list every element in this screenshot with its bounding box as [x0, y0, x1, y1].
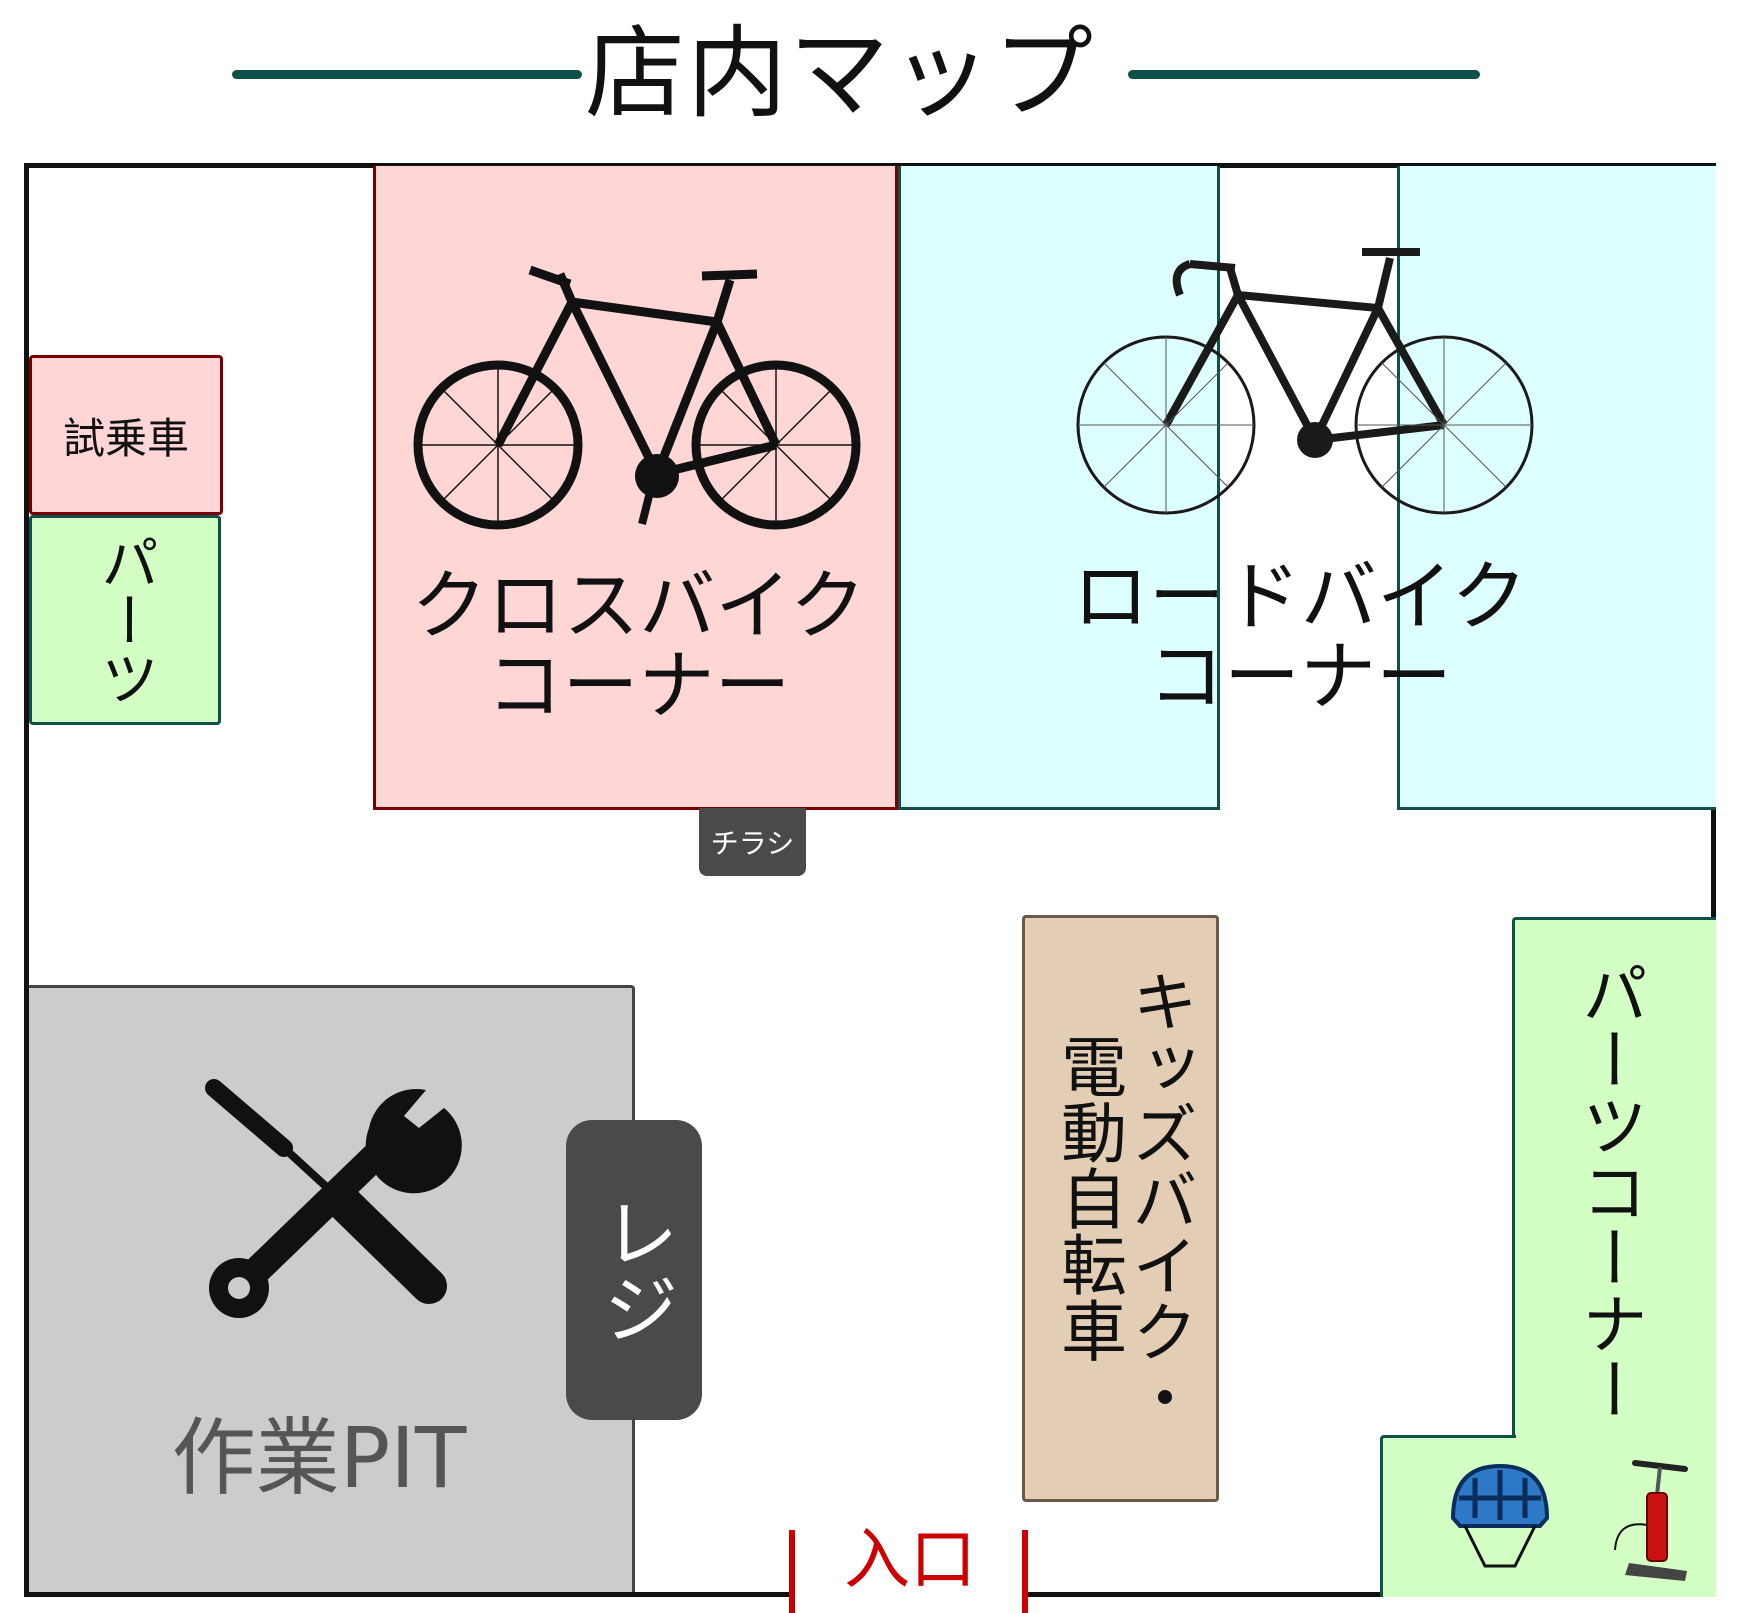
map-title: 店内マップ — [585, 15, 1095, 132]
flyers-stand: チラシ — [699, 808, 806, 876]
title-line-left — [232, 70, 582, 79]
cross-bike-corner-label-2: コーナー — [486, 641, 791, 730]
register-counter: レジ — [566, 1120, 702, 1420]
entrance-opening — [795, 1588, 1022, 1600]
kids-ebike-corner: キッズバイク・ 電動自転車 — [1022, 915, 1219, 1502]
parts-small-label: パーツ — [91, 533, 159, 707]
road-bike-corner-label-1: ロードバイク — [1072, 552, 1528, 641]
kids-ebike-label-2: 電動自転車 — [1050, 1033, 1127, 1363]
register-label: レジ — [590, 1194, 679, 1346]
wrench-screwdriver-icon — [205, 1079, 462, 1318]
road-bike-rack-right — [1397, 166, 1716, 810]
flyers-label: チラシ — [710, 827, 795, 860]
entrance-marker-left — [789, 1530, 795, 1613]
bicycle-icon — [413, 265, 861, 530]
road-bicycle-icon — [1076, 248, 1534, 515]
test-ride-label: 試乗車 — [62, 413, 189, 463]
kids-ebike-label-1: キッズバイク・ — [1121, 968, 1198, 1430]
parts-corner-label: パーツコーナー — [1571, 960, 1648, 1422]
work-pit-label: 作業PIT — [171, 1409, 467, 1507]
cross-bike-corner: クロスバイク コーナー — [373, 166, 898, 810]
helmet-icon — [1450, 1463, 1550, 1568]
parts-small-area: パーツ — [29, 515, 221, 725]
bicycle-pump-icon — [1614, 1460, 1688, 1581]
road-bike-corner-label-2: コーナー — [1148, 632, 1452, 721]
test-ride-area: 試乗車 — [29, 355, 223, 515]
entrance-marker-right — [1022, 1530, 1028, 1613]
parts-corner-area: パーツコーナー — [1512, 917, 1716, 1597]
title-line-right — [1128, 70, 1480, 79]
cross-bike-corner-label-1: クロスバイク — [411, 561, 866, 650]
entrance-label: 入口 — [844, 1521, 976, 1598]
work-pit-area: 作業PIT — [29, 985, 635, 1592]
